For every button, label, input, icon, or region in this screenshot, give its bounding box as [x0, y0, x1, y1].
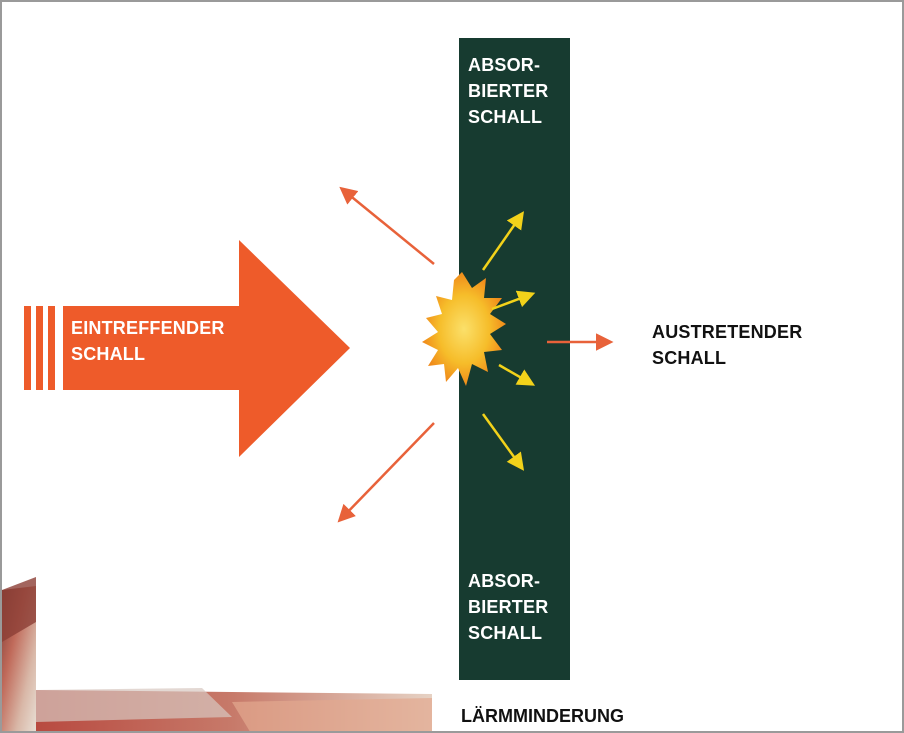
diagram-caption: LÄRMMINDERUNG [461, 706, 624, 726]
absorbed-arrow-1-icon [481, 211, 525, 271]
incident-label-line: SCHALL [71, 344, 146, 364]
incident-stripes [24, 306, 55, 390]
absorbed-label-line: SCHALL [468, 107, 543, 127]
absorbed-label-line: BIERTER [468, 81, 549, 101]
reflected-arrow-down-icon [337, 422, 435, 523]
transmitted-label-line: SCHALL [652, 348, 727, 368]
absorbed-arrow-4-icon [481, 413, 525, 471]
incident-sound-label: EINTREFFENDER SCHALL [71, 315, 225, 367]
transmitted-label-line: AUSTRETENDER [652, 322, 803, 342]
absorbed-sound-label-bottom: ABSOR- BIERTER SCHALL [468, 568, 548, 646]
absorbed-sound-label-top: ABSOR- BIERTER SCHALL [468, 52, 548, 130]
absorbed-arrow-3-icon [498, 363, 536, 386]
absorbed-label-line: BIERTER [468, 597, 549, 617]
transmitted-sound-label: AUSTRETENDER SCHALL [652, 319, 802, 371]
incident-label-line: EINTREFFENDER [71, 318, 225, 338]
absorbed-label-line: ABSOR- [468, 55, 541, 75]
incident-arrow-icon [63, 240, 350, 457]
impact-starburst-icon [422, 272, 506, 386]
absorbed-arrow-2-icon [491, 290, 536, 311]
absorbed-label-line: SCHALL [468, 623, 543, 643]
absorbed-label-line: ABSOR- [468, 571, 541, 591]
reflected-arrow-up-icon [339, 186, 435, 265]
